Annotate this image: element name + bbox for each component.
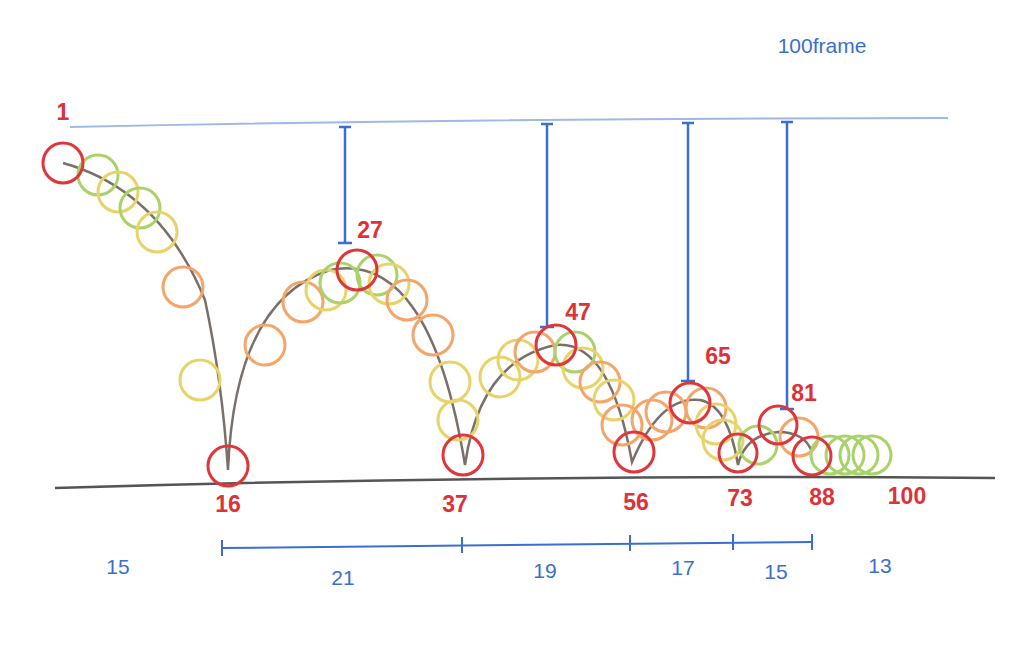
keyframe-number: 37 bbox=[442, 493, 468, 516]
frame-interval: 21 bbox=[331, 567, 354, 588]
keyframe-number: 1 bbox=[57, 101, 70, 124]
keyframe-number: 100 bbox=[888, 485, 926, 508]
frame-interval: 19 bbox=[533, 560, 556, 581]
keyframe-number: 73 bbox=[727, 487, 753, 510]
keyframe-number: 81 bbox=[791, 382, 817, 405]
frame-interval: 13 bbox=[868, 555, 891, 576]
keyframe-number: 16 bbox=[215, 493, 241, 516]
frame-interval: 15 bbox=[106, 556, 129, 577]
keyframe-number: 47 bbox=[565, 301, 591, 324]
keyframe-number: 56 bbox=[623, 491, 649, 514]
frame-count: 100frame bbox=[778, 35, 867, 56]
keyframe-number: 88 bbox=[809, 486, 835, 509]
frame-interval: 17 bbox=[671, 557, 694, 578]
keyframe-number: 27 bbox=[357, 219, 383, 242]
frame-interval: 15 bbox=[764, 561, 787, 582]
keyframe-number: 65 bbox=[705, 345, 731, 368]
